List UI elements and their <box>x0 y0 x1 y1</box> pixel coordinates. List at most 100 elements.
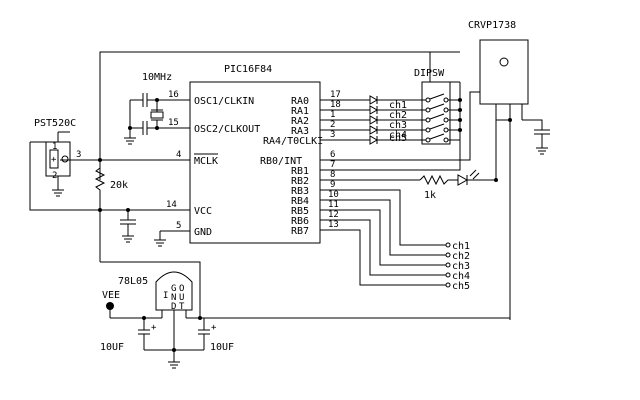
pin-number-rb0: 6 <box>330 150 335 160</box>
regulator-name: 78L05 <box>118 276 148 287</box>
junction-dot <box>128 126 132 130</box>
pin-number-osc1: 16 <box>168 90 179 100</box>
pin-number-ra3: 2 <box>330 120 335 130</box>
dip-row: ch3 <box>320 113 462 131</box>
pin-label-rb5: RB5 <box>291 206 309 217</box>
pin-number-rb7: 13 <box>328 220 339 230</box>
pin-label-rb4: RB4 <box>291 196 309 207</box>
dip-row: ch5 <box>320 133 449 145</box>
cap-left-plus: + <box>151 323 157 333</box>
dip-row: ch4 <box>320 123 462 141</box>
oscillator-section: 10MHz <box>124 72 172 145</box>
dip-channel-3: ch3 <box>389 120 407 131</box>
output-channel-4: ch4 <box>452 271 470 282</box>
vcc-decoupling <box>99 208 201 318</box>
regulator-pin-t: T <box>179 302 185 312</box>
reset-ic-minus: - <box>60 155 65 165</box>
regulator-pin-i: I <box>163 291 168 301</box>
regulator-pin-o: O <box>179 284 184 294</box>
pullup-resistor: 20k <box>94 158 128 212</box>
ir-receiver: CRVP1738 <box>468 20 550 320</box>
pic-chip: PIC16F84 16 OSC1/CLKIN 15 OSC2/CLKOUT 4 … <box>60 64 341 244</box>
pin-label-rb2: RB2 <box>291 176 309 187</box>
output-channel-5: ch5 <box>452 281 470 292</box>
pin-number-ra1: 18 <box>330 100 341 110</box>
regulator-body <box>155 271 193 311</box>
pin-label-rb3: RB3 <box>291 186 309 197</box>
regulator-pin-u: U <box>179 293 184 303</box>
dip-row: ch2 <box>320 103 462 121</box>
receiver-body <box>479 39 529 105</box>
pin-number-mclk: 4 <box>176 150 181 160</box>
pin-label-osc2: OSC2/CLKOUT <box>194 124 260 135</box>
reset-ic-plus: + <box>51 155 57 165</box>
output-terminal <box>445 262 451 268</box>
pin-label-ra2: RA2 <box>291 116 309 127</box>
dip-row: ch1 <box>320 93 462 111</box>
dip-channel-4: ch4 <box>389 130 407 141</box>
pin-number-rb2: 8 <box>330 170 335 180</box>
output-terminal <box>445 242 451 248</box>
pin-label-ra1: RA1 <box>291 106 309 117</box>
output-channel-3: ch3 <box>452 261 470 272</box>
status-led: 1k <box>320 169 498 201</box>
regulator-pin-n: N <box>171 293 176 303</box>
reset-ic-pin2: 2 <box>52 171 57 181</box>
dip-switch-body <box>421 81 451 145</box>
led-resistor-label: 1k <box>424 190 436 201</box>
output-channel-1: ch1 <box>452 241 470 252</box>
pin-label-osc1: OSC1/CLKIN <box>194 96 254 107</box>
pin-number-rb1: 7 <box>330 160 335 170</box>
chip-name: PIC16F84 <box>224 64 272 75</box>
pin-number-ra0: 17 <box>330 90 341 100</box>
output-terminal <box>445 282 451 288</box>
output-channels: ch1 ch2 ch3 ch4 ch5 <box>320 189 470 292</box>
chip-body <box>189 81 321 244</box>
pin-label-ra4: RA4/T0CLKI <box>263 136 323 147</box>
receiver-lens <box>499 57 509 67</box>
pullup-label: 20k <box>110 180 128 191</box>
pin-number-ra4: 3 <box>330 130 335 140</box>
dip-switch-section: DIPSW ch1 ch2 ch3 <box>320 68 462 171</box>
supply-wire <box>99 51 460 180</box>
dipsw-label: DIPSW <box>414 68 445 79</box>
pin-label-vcc: VCC <box>194 206 212 217</box>
reset-ic-pin1: 1 <box>52 142 57 152</box>
dip-channel-2: ch2 <box>389 110 407 121</box>
reset-ic: PST520C + - 1 2 3 <box>29 118 100 211</box>
cap-right-label: 10UF <box>210 342 234 353</box>
output-terminal <box>445 252 451 258</box>
regulator-pin-d: D <box>171 302 176 312</box>
crystal-label: 10MHz <box>142 72 172 83</box>
pin-number-rb4: 10 <box>328 190 339 200</box>
pin-label-rb7: RB7 <box>291 226 309 237</box>
pin-label-rb1: RB1 <box>291 166 309 177</box>
dip-channel-5: ch5 <box>389 133 407 144</box>
pin-number-vcc: 14 <box>166 200 177 210</box>
pin-number-rb5: 11 <box>328 200 339 210</box>
cap-right-plus: + <box>211 323 217 333</box>
pin-label-mclk: MCLK <box>194 156 218 167</box>
pin-number-ra2: 1 <box>330 110 335 120</box>
pin-number-rb3: 9 <box>330 180 335 190</box>
pin-number-gnd: 5 <box>176 221 181 231</box>
crystal-body <box>150 111 164 119</box>
pin-number-rb6: 12 <box>328 210 339 220</box>
vee-label: VEE <box>102 290 120 301</box>
pin-label-rb0: RB0/INT <box>260 156 302 167</box>
reset-ic-name: PST520C <box>34 118 76 129</box>
voltage-regulator: 78L05 I G O N U D T <box>110 271 511 350</box>
pin-label-ra3: RA3 <box>291 126 309 137</box>
cap-left-label: 10UF <box>100 342 124 353</box>
pin-label-rb6: RB6 <box>291 216 309 227</box>
receiver-label: CRVP1738 <box>468 20 516 31</box>
pin-label-gnd: GND <box>194 227 212 238</box>
output-terminal <box>445 272 451 278</box>
rb0-wire <box>320 91 480 161</box>
regulator-pin-g: G <box>171 284 176 294</box>
pin-number-osc2: 15 <box>168 118 179 128</box>
dip-channel-1: ch1 <box>389 100 407 111</box>
reset-ic-pin3: 3 <box>76 150 81 160</box>
